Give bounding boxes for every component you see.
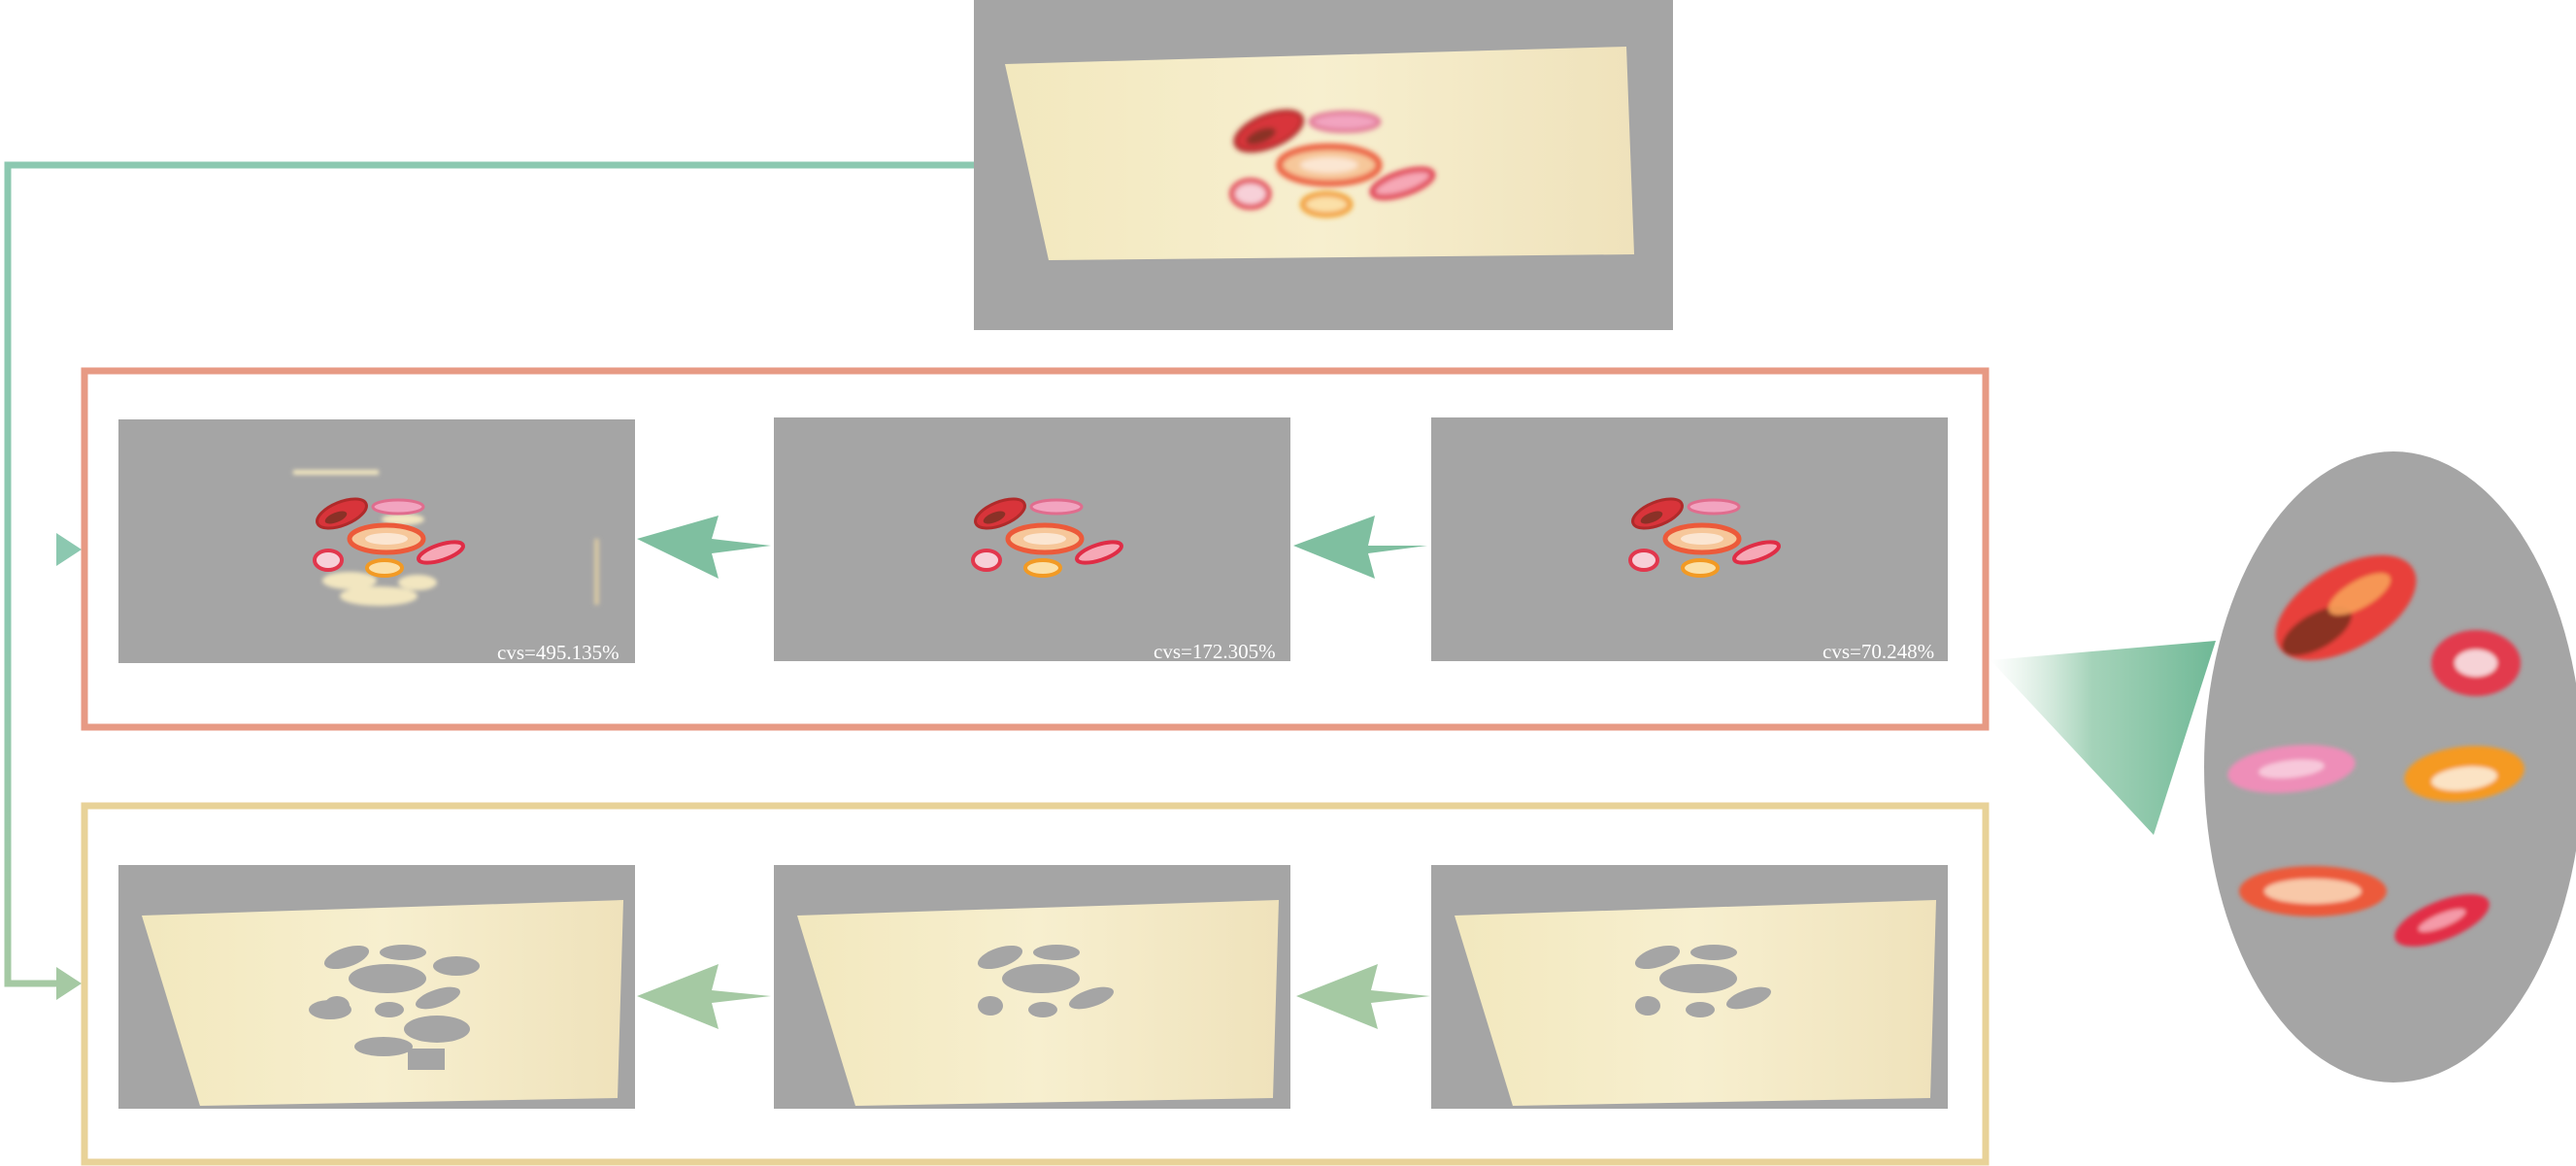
skin-arrow-2 [1296, 964, 1430, 1029]
lesion-stage-2 [774, 417, 1290, 661]
branch-arrowhead-lesion [56, 533, 82, 566]
lesion-arrow-1 [637, 516, 771, 579]
skin-stage-3 [1431, 865, 1948, 1109]
lesion-stage-2-caption: cvs=172.305% [1154, 640, 1276, 663]
lesion-stage-1-noise [293, 470, 599, 606]
skin-branch-box [81, 802, 1990, 1166]
zoom-cone [1991, 641, 2216, 835]
lesion-arrow-2 [1293, 516, 1427, 579]
skin-arrow-1 [637, 964, 771, 1029]
branch-arrowhead-skin [56, 967, 82, 1000]
lesion-stage-3 [1431, 417, 1948, 661]
skin-stage-2 [774, 865, 1290, 1109]
magnified-lesions-icon [2204, 451, 2576, 1083]
skin-stage-1 [118, 865, 635, 1109]
source-image-panel [974, 0, 1673, 330]
lesion-stage-3-caption: cvs=70.248% [1823, 640, 1935, 663]
lesion-stage-1-caption: cvs=495.135% [497, 641, 619, 664]
lesion-stage-1 [118, 419, 635, 663]
lesion-branch-box [81, 367, 1990, 731]
